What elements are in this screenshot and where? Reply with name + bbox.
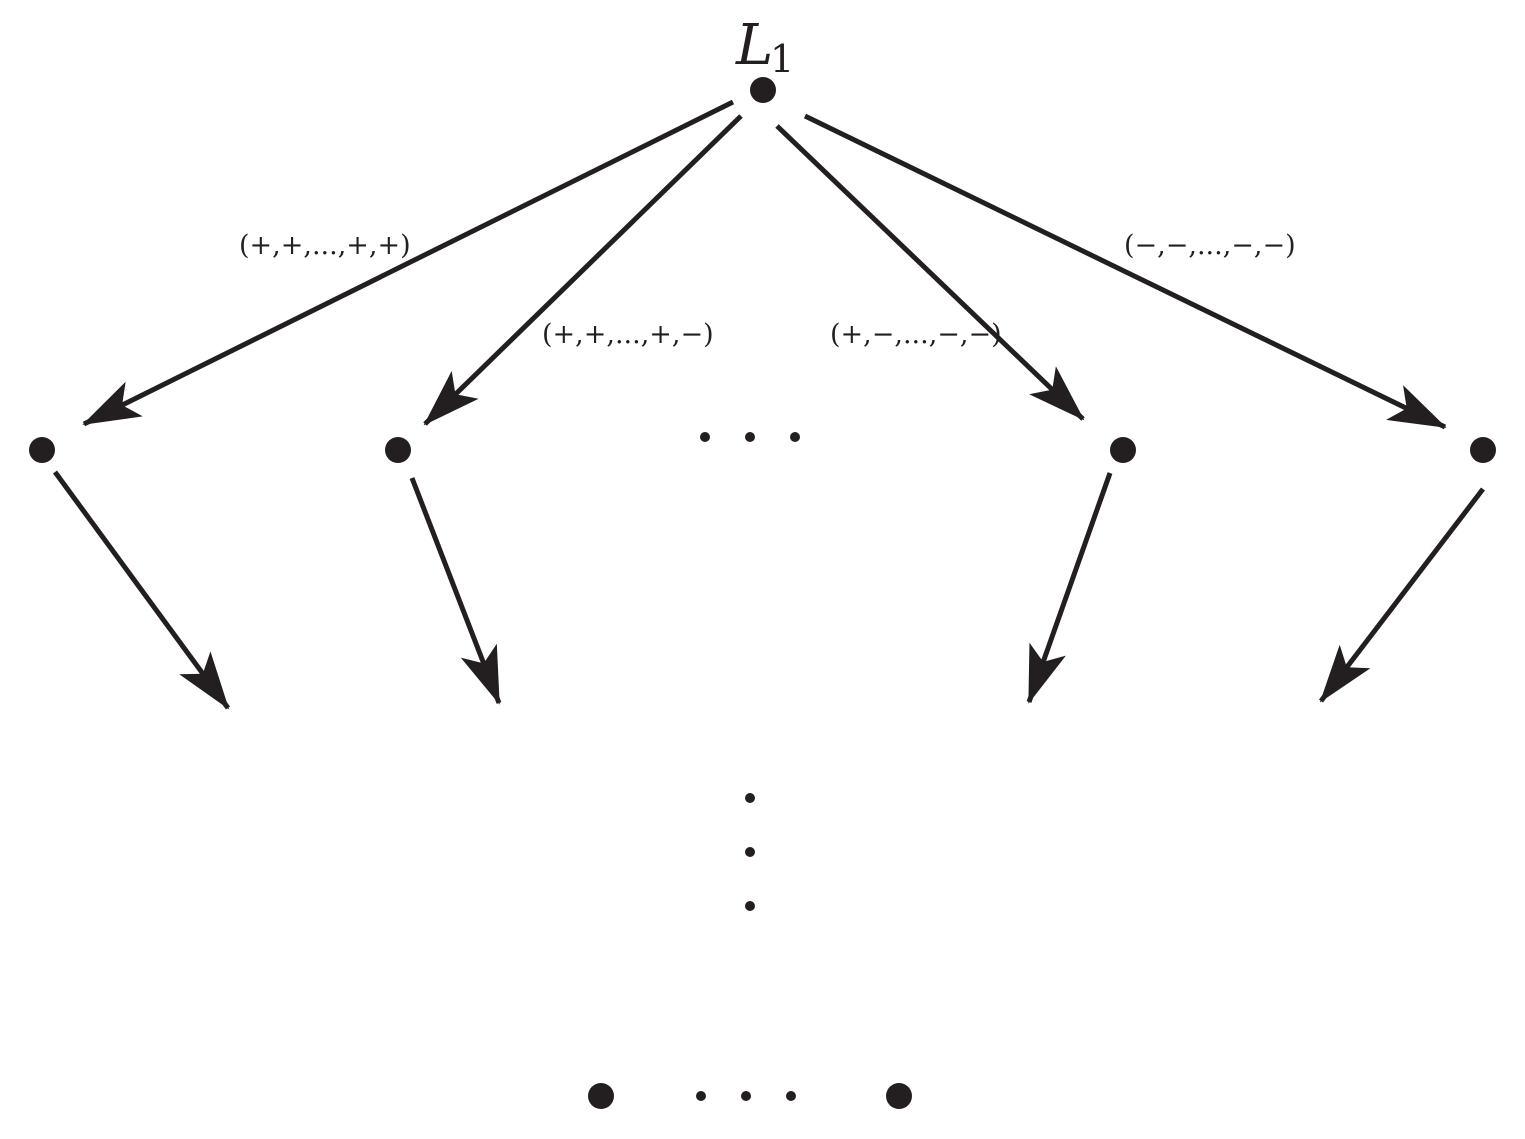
edge-child-2-down [409,477,502,705]
vertical-ellipsis-dot [745,901,755,911]
edge-root-to-child-3 [775,124,1085,421]
root-label: L [735,13,773,78]
edge-child-3-down [1026,472,1113,704]
edge-label-4: (−,−,...,−,−) [1124,230,1296,261]
ellipsis-dot [790,432,800,442]
child-node-2 [385,437,411,463]
edge-labels: (+,+,...,+,+) (+,+,...,+,−) (+,−,...,−,−… [239,230,1296,350]
ellipsis-dot [700,432,710,442]
root-edges [82,99,1447,430]
vertical-ellipsis-dot [745,793,755,803]
bottom-level [588,1083,912,1109]
level-1-nodes [29,437,1496,463]
edge-label-2: (+,+,...,+,−) [542,319,714,350]
bottom-ellipsis-dot [696,1091,706,1101]
edge-label-1: (+,+,...,+,+) [239,230,411,261]
vertical-ellipsis [745,793,755,911]
edge-root-to-child-4 [803,113,1447,430]
child-node-1 [29,437,55,463]
root-node [750,77,776,103]
level-2-edges [52,470,1485,710]
edge-label-3: (+,−,...,−,−) [830,319,1002,350]
edge-child-4-down [1319,487,1485,703]
leaf-node-left [588,1083,614,1109]
edge-root-to-child-1 [82,99,735,427]
leaf-node-right [886,1083,912,1109]
child-node-3 [1110,437,1136,463]
vertical-ellipsis-dot [745,847,755,857]
root-node-group: L 1 [735,13,794,103]
level-1-ellipsis [700,432,800,442]
bottom-ellipsis-dot [786,1091,796,1101]
child-node-4 [1470,437,1496,463]
ellipsis-dot [745,432,755,442]
edge-root-to-child-2 [423,114,743,426]
bottom-ellipsis-dot [741,1091,751,1101]
root-label-subscript: 1 [770,37,794,81]
edge-child-1-down [52,470,231,710]
